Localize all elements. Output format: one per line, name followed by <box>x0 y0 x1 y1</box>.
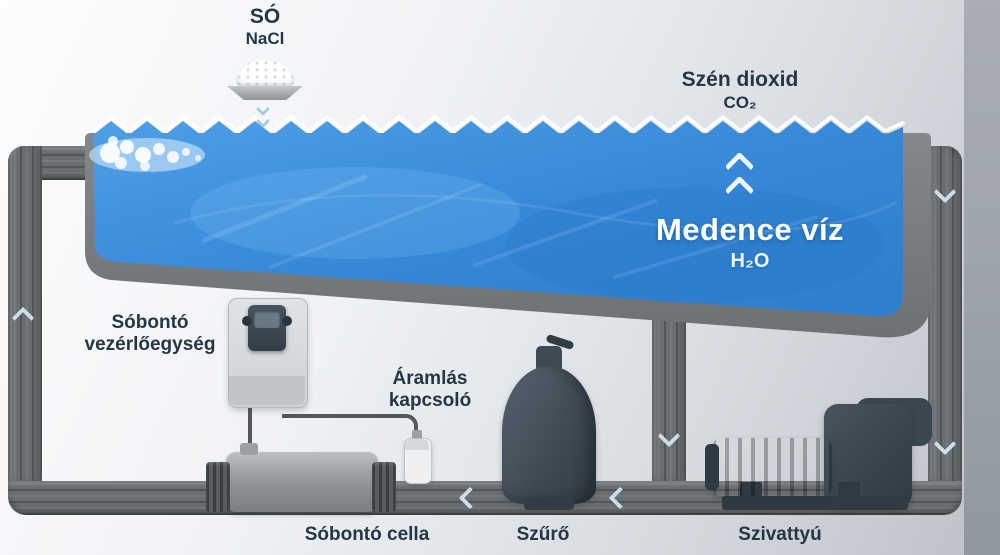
background-shade <box>964 0 1000 555</box>
salt-cell-flange-right <box>372 462 396 512</box>
flow-switch-connector <box>412 430 422 442</box>
salt-pile-icon <box>236 60 294 87</box>
salt-cell-label: Sóbontó cella <box>304 524 430 545</box>
salt-funnel-icon <box>227 86 303 100</box>
pool <box>85 115 931 338</box>
controller-knob-left <box>242 316 252 326</box>
controller-unit-base <box>229 376 305 405</box>
pump-base <box>722 496 908 510</box>
pump-motor-cap <box>705 444 719 490</box>
pipe-return-left <box>8 146 42 481</box>
co2-title: Szén dioxid <box>681 68 799 91</box>
filter-label: Szűrő <box>516 524 570 545</box>
flow-switch-label-line2: kapcsoló <box>388 390 472 411</box>
pool-water <box>93 121 903 317</box>
pool-title: Medence víz <box>655 212 845 247</box>
salt-formula: NaCl <box>245 29 285 48</box>
water-shade <box>505 187 885 303</box>
pump-motor <box>712 438 832 496</box>
controller-label-line2: vezérlőegység <box>84 334 216 355</box>
water-caustics <box>173 174 897 279</box>
filter-tank <box>502 366 596 504</box>
salt-title: SÓ <box>249 5 281 28</box>
pump-label: Szivattyú <box>738 524 822 545</box>
controller-knob-right <box>282 316 292 326</box>
inlet-foam <box>89 136 205 172</box>
salt-cell-flange-left <box>206 462 230 512</box>
pipe-pool-drain-middle <box>652 312 686 481</box>
pipe-supply-right <box>928 146 962 481</box>
flow-switch-cap <box>405 439 429 450</box>
pool-formula: H₂O <box>730 250 770 272</box>
cable-to-flow-switch <box>282 414 418 450</box>
pump-foot-right <box>838 482 860 498</box>
wave-crest-line <box>91 115 905 133</box>
filter-base <box>524 498 574 510</box>
pump-foot-left <box>740 482 762 498</box>
salt-cell-terminal <box>240 443 258 455</box>
controller-label-line1: Sóbontó <box>111 312 189 333</box>
salt-cell-device <box>226 452 378 512</box>
water-light <box>190 167 520 259</box>
flow-switch-label-line1: Áramlás <box>392 368 468 389</box>
controller-screen <box>254 311 280 328</box>
co2-formula: CO₂ <box>723 93 757 112</box>
cable-to-cell <box>248 402 252 452</box>
